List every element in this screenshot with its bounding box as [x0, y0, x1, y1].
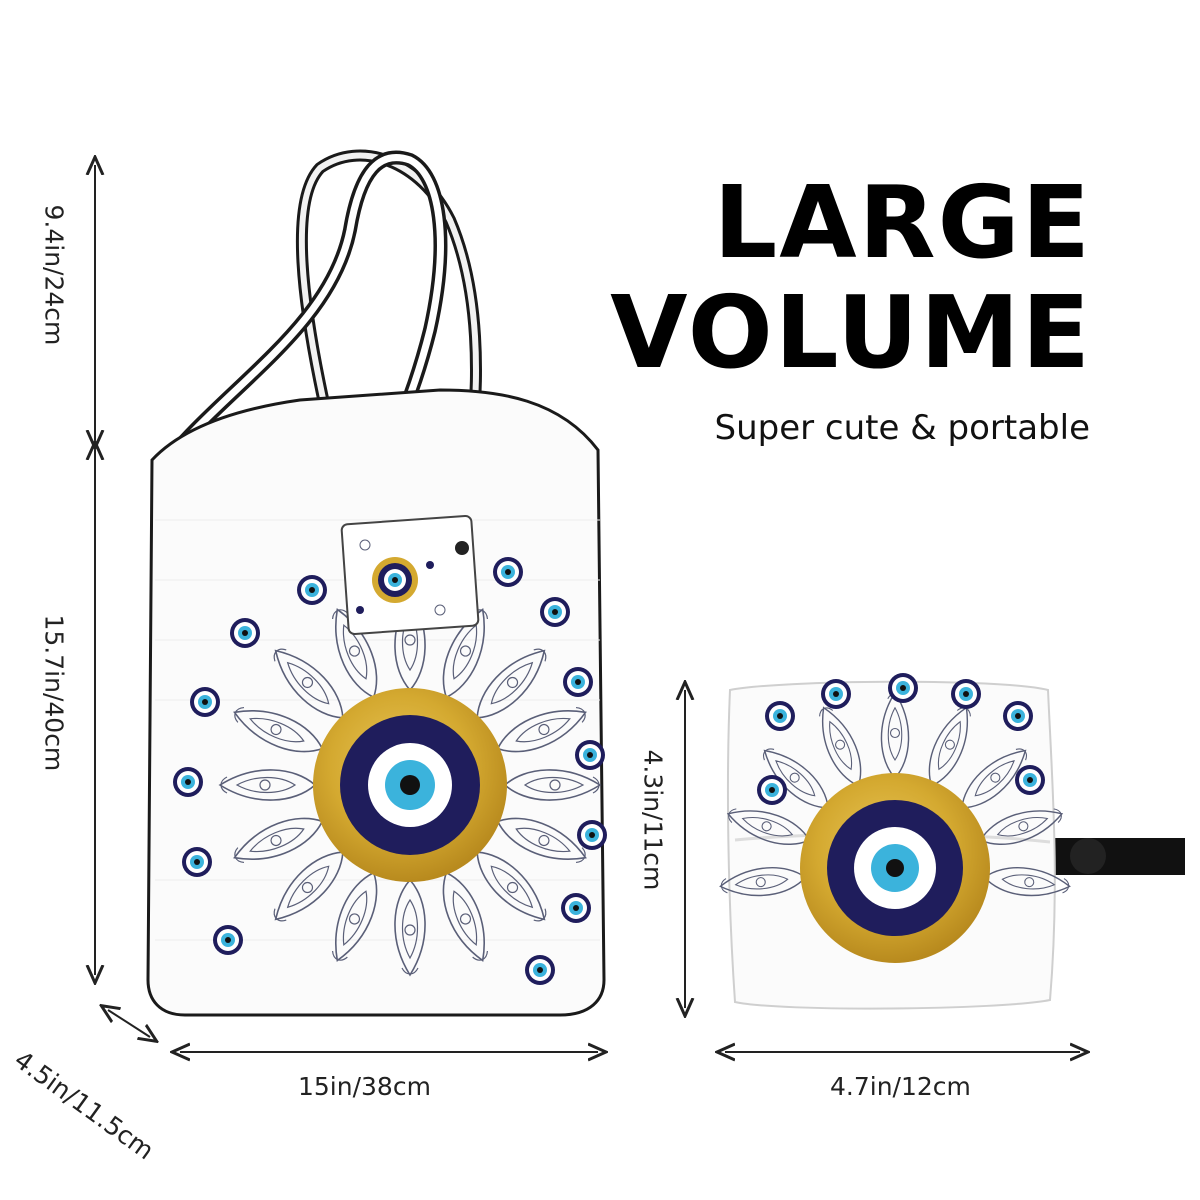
headline: LARGE VOLUME: [610, 168, 1092, 388]
dimension-arrow: [95, 165, 1080, 1052]
tote-bag-illustration: [146, 149, 607, 1017]
dim-pouch-height: 4.3in/11cm: [638, 749, 668, 891]
subline: Super cute & portable: [714, 408, 1090, 448]
headline-line-1: LARGE: [713, 164, 1092, 281]
pouch-tag: [340, 515, 480, 635]
evil-eye-icon: [313, 688, 507, 882]
evil-eye-icon: [800, 773, 990, 963]
dim-bag-width: 15in/38cm: [298, 1072, 431, 1101]
dim-bag-height: 15.7in/40cm: [39, 614, 69, 772]
headline-line-2: VOLUME: [610, 274, 1092, 391]
dim-pouch-width: 4.7in/12cm: [830, 1072, 971, 1101]
folded-pouch-illustration: [718, 673, 1185, 1010]
dim-handle-height: 9.4in/24cm: [39, 204, 69, 346]
